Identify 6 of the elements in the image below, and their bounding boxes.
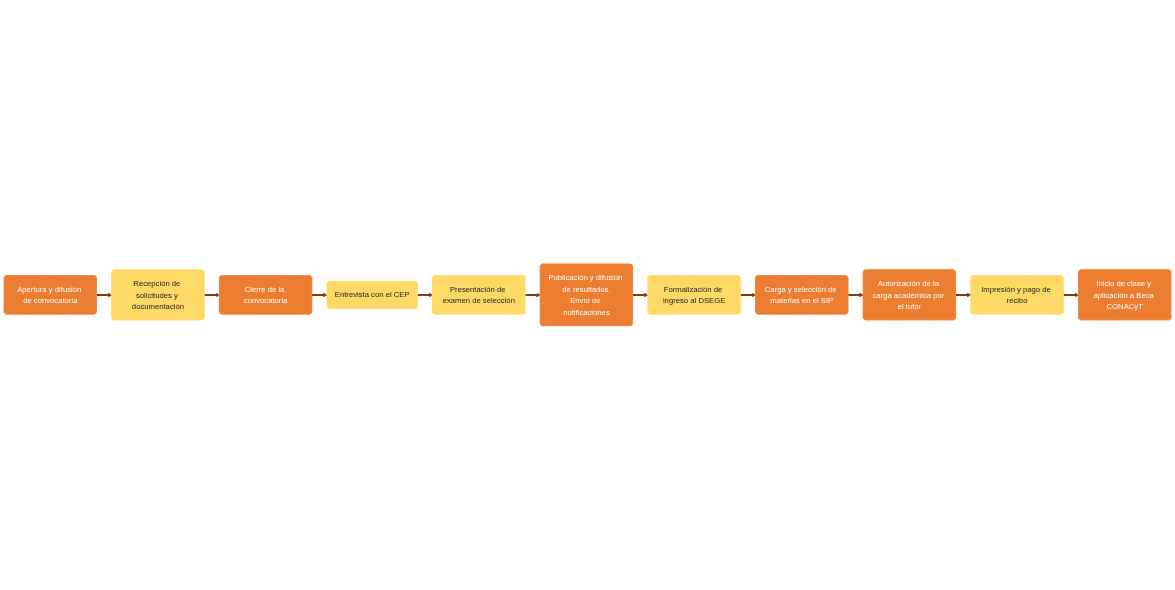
arrow: [1063, 292, 1080, 298]
arrow: [96, 292, 113, 298]
arrow: [740, 292, 757, 298]
arrow: [955, 292, 972, 298]
arrow: [417, 292, 434, 298]
arrow: [204, 292, 220, 298]
